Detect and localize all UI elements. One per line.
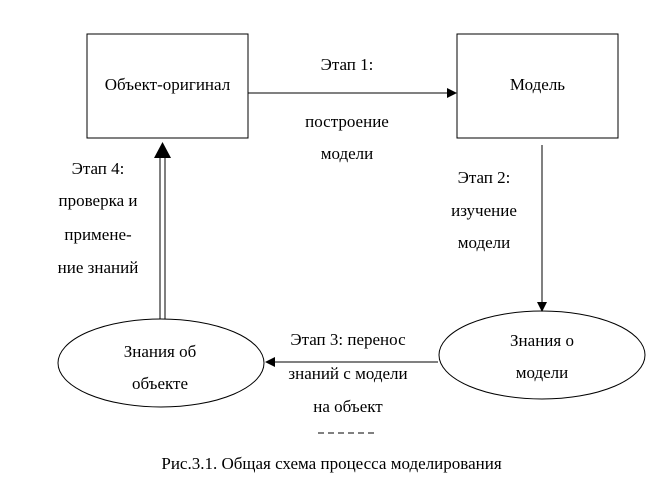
stage3-title: Этап 3: перенос: [290, 330, 406, 349]
stage1-line3: модели: [320, 144, 374, 163]
model-knowledge-label-line1: Знания о: [510, 331, 574, 350]
object-knowledge-ellipse: [57, 318, 265, 408]
stage2-line3: модели: [457, 233, 511, 252]
stage4-title: Этап 4:: [71, 159, 125, 178]
stage4-line3: примене-: [64, 225, 132, 244]
model-box: [456, 33, 619, 139]
stage2-line2: изучение: [451, 201, 517, 220]
stage4-arrowhead: [154, 142, 171, 158]
stage3-line3: на объект: [313, 397, 383, 416]
model-knowledge-ellipse: [438, 310, 646, 400]
stage1-title: Этап 1:: [320, 55, 374, 74]
object-knowledge-label-line2: объекте: [131, 374, 189, 393]
model-knowledge-label-line2: модели: [515, 363, 569, 382]
stage1-line2: построение: [305, 112, 389, 131]
figure-caption: Рис.3.1. Общая схема процесса моделирова…: [161, 454, 502, 473]
stage4-line4: ние знаний: [57, 258, 139, 277]
original-object-box: [86, 33, 249, 139]
stage2-title: Этап 2:: [457, 168, 511, 187]
original-object-label: Объект-оригинал: [104, 75, 231, 94]
stage4-line2: проверка и: [58, 191, 138, 210]
object-knowledge-label-line1: Знания об: [123, 342, 197, 361]
model-label: Модель: [509, 75, 566, 94]
stage3-line2: знаний с модели: [288, 364, 408, 383]
